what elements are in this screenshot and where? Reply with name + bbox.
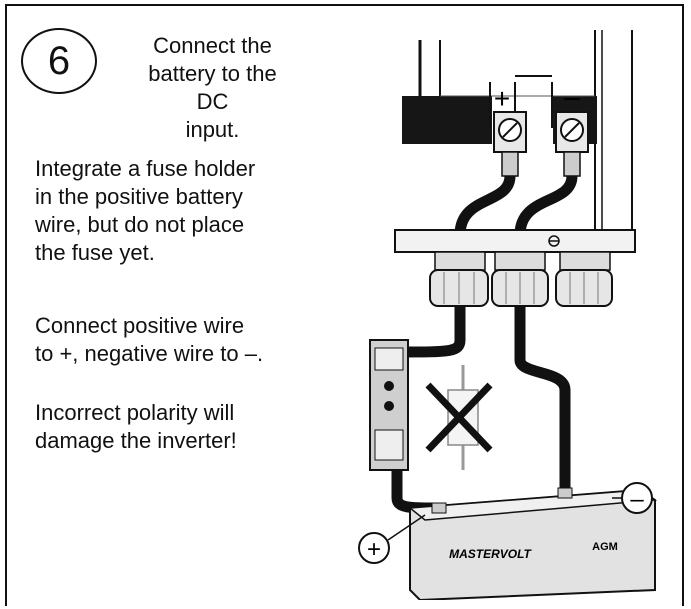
inverter-bottom-panel <box>394 229 636 253</box>
polarity-paragraph: Connect positive wire to +, negative wir… <box>35 312 335 368</box>
step-instruction: Connect the battery to the DC input. <box>130 32 295 144</box>
cable-gland-icon <box>555 251 613 307</box>
instruction-line: Connect the <box>153 33 272 58</box>
negative-cable-to-battery <box>514 306 571 490</box>
battery-icon: MASTERVOLT AGM <box>408 487 658 600</box>
paragraph-line: to +, negative wire to –. <box>35 341 264 366</box>
plus-symbol: + <box>367 536 381 563</box>
instruction-line: battery to the DC <box>148 61 277 114</box>
terminal-minus-label: – <box>564 81 580 112</box>
paragraph-line: the fuse yet. <box>35 240 155 265</box>
cable-gland-icon <box>491 251 549 307</box>
paragraph-line: in the positive battery <box>35 184 243 209</box>
paragraph-line: wire, but do not place <box>35 212 245 237</box>
plus-circle-icon: + <box>358 514 426 564</box>
paragraph-line: Incorrect polarity will <box>35 400 235 425</box>
terminal-plus-label: + <box>494 83 510 114</box>
step-number: 6 <box>47 38 71 83</box>
battery-type: AGM <box>592 541 618 553</box>
instruction-line: input. <box>185 117 240 142</box>
paragraph-line: damage the inverter! <box>35 428 237 453</box>
wiring-illustration: + – <box>358 30 658 600</box>
screw-terminal-icon <box>493 111 527 177</box>
positive-cable-to-fuse <box>399 306 466 358</box>
negative-cable-upper <box>514 175 578 236</box>
positive-cable-upper <box>454 175 516 236</box>
minus-symbol: – <box>630 486 644 513</box>
instruction-panel <box>5 4 684 606</box>
screw-terminal-icon <box>555 111 589 177</box>
step-number-badge: 6 <box>21 28 97 94</box>
warning-paragraph: Incorrect polarity will damage the inver… <box>35 399 335 455</box>
battery-brand: MASTERVOLT <box>449 547 532 561</box>
paragraph-line: Integrate a fuse holder <box>35 156 256 181</box>
cross-mark-icon <box>425 382 493 453</box>
minus-circle-icon: – <box>612 482 653 514</box>
positive-cable-to-battery <box>391 468 436 514</box>
terminal-polarity-markings: + – <box>489 75 580 128</box>
cable-gland-icon <box>429 251 489 307</box>
fuse-holder-icon <box>369 339 409 471</box>
paragraph-line: Connect positive wire <box>35 313 245 338</box>
fuse-paragraph: Integrate a fuse holder in the positive … <box>35 155 335 267</box>
